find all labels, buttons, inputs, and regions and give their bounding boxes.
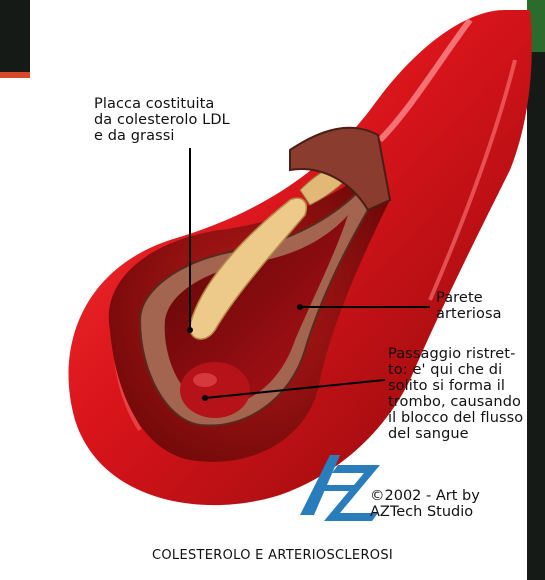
credit: ©2002 - Art by AZTech Studio (370, 488, 530, 520)
credit-line-2: AZTech Studio (370, 504, 530, 520)
plaque-label: Placca costituita da colesterolo LDL e d… (94, 96, 274, 144)
leader-passage-dot (202, 395, 208, 401)
leader-plaque-dot (187, 327, 193, 333)
artery-wall-label: Parete arteriosa (436, 290, 536, 322)
narrowed-passage-label: Passaggio ristret- to: e' qui che di sol… (388, 346, 538, 442)
diagram-caption: COLESTEROLO E ARTERIOSCLEROSI (0, 548, 545, 563)
credit-line-1: ©2002 - Art by (370, 488, 530, 504)
leader-wall-dot (297, 304, 303, 310)
passage-highlight (193, 373, 217, 387)
narrowed-passage (180, 362, 250, 418)
